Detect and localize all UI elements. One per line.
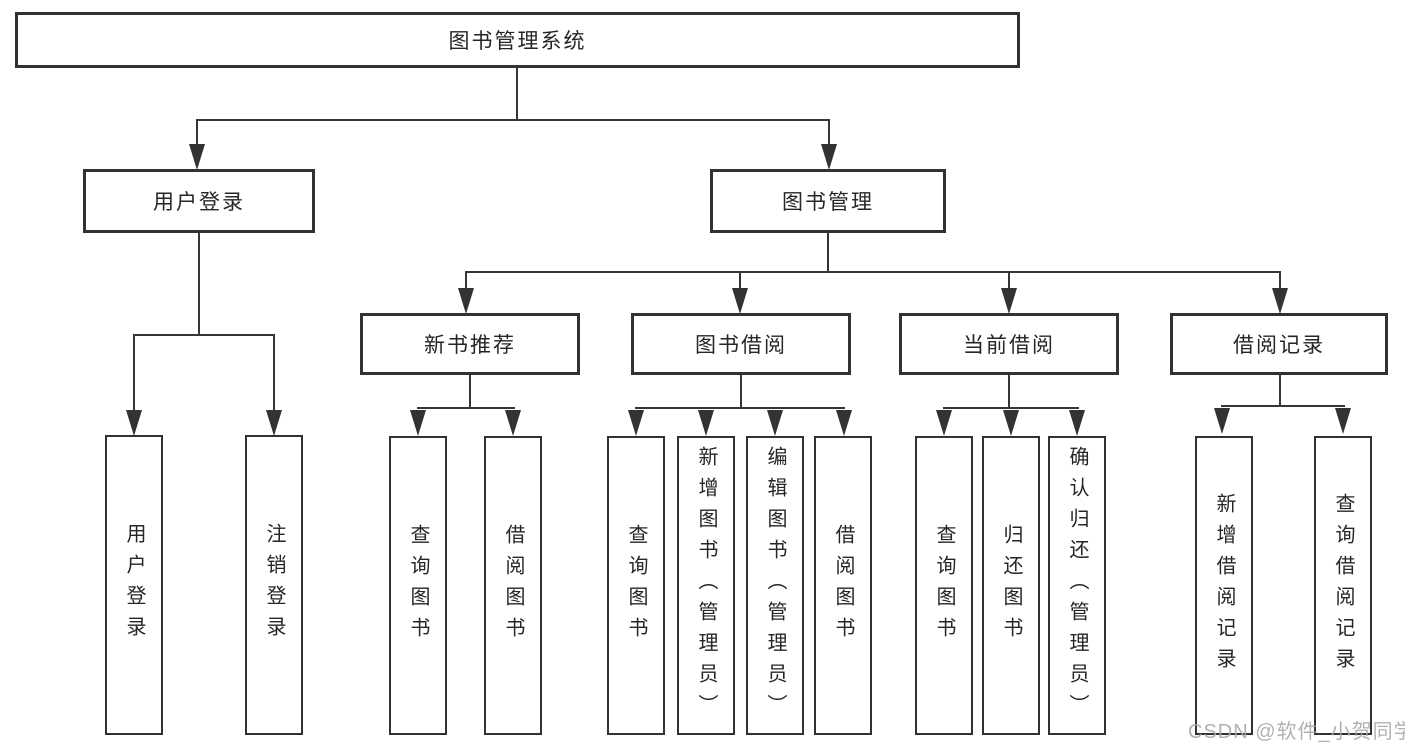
- leaf-return-book: 归还图书: [982, 436, 1040, 735]
- leaf-add-book-admin: 新增图书（管理员）: [677, 436, 735, 735]
- leaf-label: 查询图书: [933, 523, 955, 648]
- leaf-query-borrow-record: 查询借阅记录: [1314, 436, 1372, 735]
- arrow-down-icon: [732, 288, 748, 314]
- watermark: CSDN @软件_小贺同学: [1188, 721, 1405, 743]
- arrow-down-icon: [126, 410, 142, 436]
- connector-line: [465, 271, 1281, 273]
- leaf-label: 确认归还（管理员）: [1066, 446, 1088, 725]
- leaf-label: 查询图书: [625, 523, 647, 648]
- leaf-label: 查询图书: [407, 523, 429, 648]
- arrow-down-icon: [1001, 288, 1017, 314]
- connector-line: [198, 233, 200, 336]
- leaf-label: 借阅图书: [832, 523, 854, 648]
- arrow-down-icon: [836, 410, 852, 436]
- leaf-user-login: 用户登录: [105, 435, 163, 735]
- connector-line: [1221, 405, 1345, 407]
- connector-line: [469, 375, 471, 409]
- leaf-query-book-2: 查询图书: [607, 436, 665, 735]
- arrow-down-icon: [1003, 410, 1019, 436]
- connector-line: [465, 271, 467, 291]
- leaf-edit-book-admin: 编辑图书（管理员）: [746, 436, 804, 735]
- connector-line: [827, 233, 829, 273]
- node-book-management: 图书管理: [710, 169, 946, 233]
- arrow-down-icon: [767, 410, 783, 436]
- node-current-borrow: 当前借阅: [899, 313, 1119, 375]
- connector-line: [1008, 375, 1010, 409]
- leaf-label: 编辑图书（管理员）: [764, 446, 786, 725]
- connector-line: [740, 375, 742, 409]
- arrow-down-icon: [1335, 408, 1351, 434]
- leaf-label: 新增图书（管理员）: [695, 446, 717, 725]
- arrow-down-icon: [1272, 288, 1288, 314]
- leaf-query-book-1: 查询图书: [389, 436, 447, 735]
- connector-line: [1008, 271, 1010, 291]
- node-new-book-recommend: 新书推荐: [360, 313, 580, 375]
- leaf-label: 用户登录: [123, 523, 145, 647]
- arrow-down-icon: [1214, 408, 1230, 434]
- arrow-down-icon: [698, 410, 714, 436]
- leaf-borrow-book-2: 借阅图书: [814, 436, 872, 735]
- connector-line: [417, 407, 515, 409]
- arrow-down-icon: [936, 410, 952, 436]
- leaf-label: 注销登录: [263, 523, 285, 647]
- node-borrow-records: 借阅记录: [1170, 313, 1388, 375]
- arrow-down-icon: [458, 288, 474, 314]
- arrow-down-icon: [266, 410, 282, 436]
- connector-line: [635, 407, 845, 409]
- arrow-down-icon: [821, 144, 837, 170]
- arrow-down-icon: [410, 410, 426, 436]
- leaf-query-book-3: 查询图书: [915, 436, 973, 735]
- node-user-login: 用户登录: [83, 169, 315, 233]
- leaf-add-borrow-record: 新增借阅记录: [1195, 436, 1253, 735]
- arrow-down-icon: [189, 144, 205, 170]
- node-book-borrow: 图书借阅: [631, 313, 851, 375]
- leaf-label: 借阅图书: [502, 523, 524, 648]
- connector-line: [739, 271, 741, 291]
- arrow-down-icon: [628, 410, 644, 436]
- connector-line: [943, 407, 1079, 409]
- leaf-label: 归还图书: [1000, 523, 1022, 648]
- connector-line: [196, 119, 198, 147]
- connector-line: [273, 334, 275, 411]
- connector-line: [196, 119, 830, 121]
- leaf-label: 查询借阅记录: [1332, 492, 1354, 679]
- node-root: 图书管理系统: [15, 12, 1020, 68]
- leaf-label: 新增借阅记录: [1213, 492, 1235, 679]
- connector-line: [133, 334, 135, 411]
- arrow-down-icon: [505, 410, 521, 436]
- connector-line: [133, 334, 275, 336]
- leaf-borrow-book-1: 借阅图书: [484, 436, 542, 735]
- leaf-logout: 注销登录: [245, 435, 303, 735]
- arrow-down-icon: [1069, 410, 1085, 436]
- connector-line: [516, 68, 518, 121]
- connector-line: [1279, 375, 1281, 407]
- connector-line: [1279, 271, 1281, 291]
- connector-line: [828, 119, 830, 147]
- leaf-confirm-return-admin: 确认归还（管理员）: [1048, 436, 1106, 735]
